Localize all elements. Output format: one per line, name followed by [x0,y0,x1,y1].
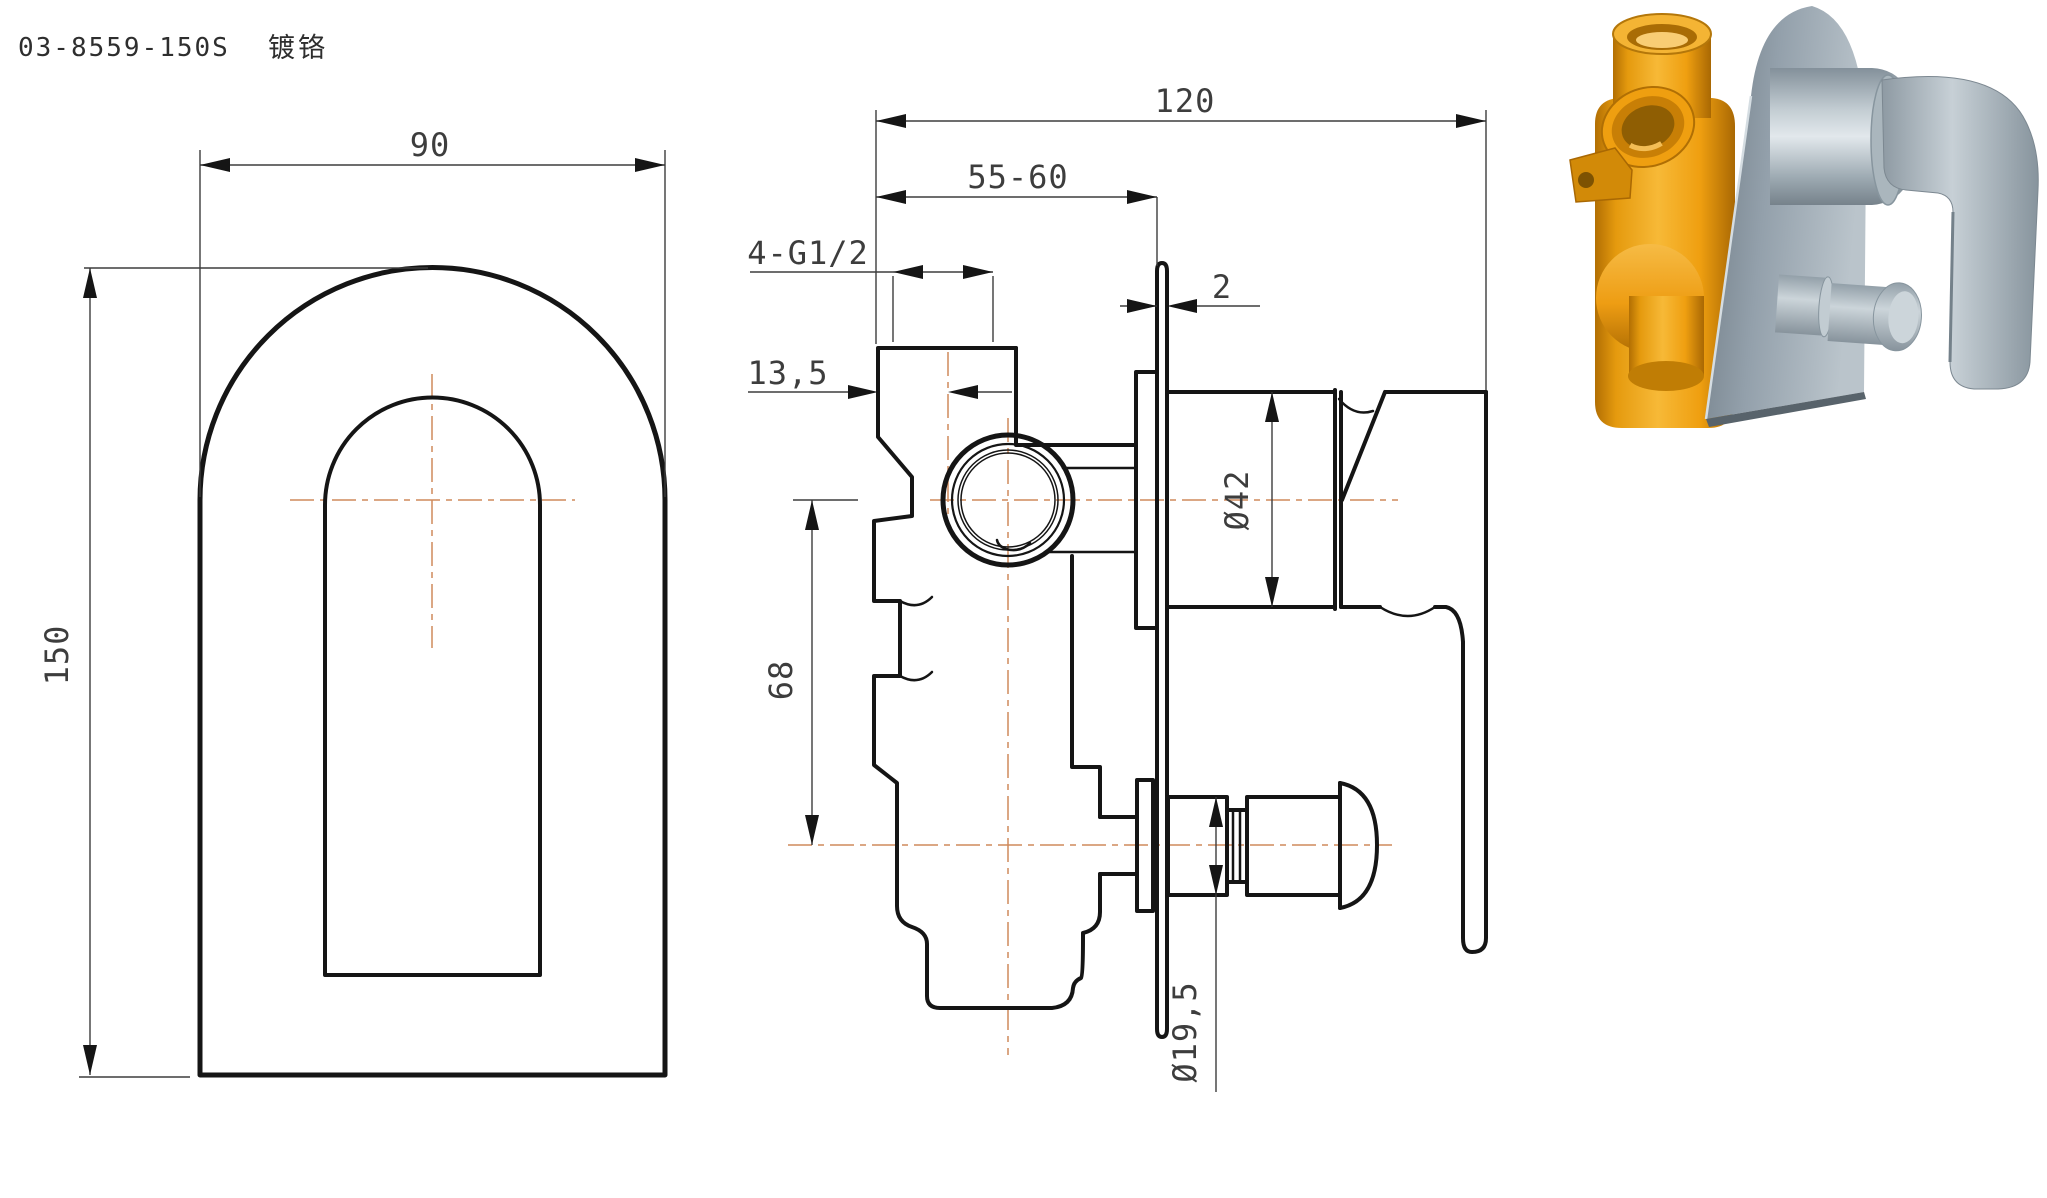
handle-3d [1770,68,2039,390]
mounting-ear-hole [1578,172,1594,188]
knob-cap-face [1888,291,1919,344]
dim-total-depth-120: 120 [875,82,1487,390]
dim-sleeve-diameter: Ø42 [1218,392,1279,607]
trim-sleeve [1165,388,1343,611]
dim-o19-5-label: Ø19,5 [1166,981,1204,1082]
section-view: 120 55-60 4-G1/2 13,5 2 [747,82,1488,1092]
lever-handle [1881,76,2039,390]
handle-set-screw-recess [1378,605,1437,618]
dim-2-label: 2 [1212,268,1232,306]
mounting-ear [1569,147,1633,203]
dim-90-label: 90 [410,126,451,164]
dim-inlet-offset: 13,5 [747,354,1012,399]
render-3d [1569,6,2039,428]
dim-diverter-diameter: Ø19,5 [1166,797,1223,1092]
knob-stem [1775,274,1825,336]
lever-inner-shade [1948,211,1955,363]
bottom-port-rim [1628,361,1704,391]
handle-section [1337,390,1488,954]
port-detail-arc [995,538,1032,552]
dim-150-label: 150 [38,625,76,686]
dim-68-label: 68 [762,660,800,701]
valve-body-3d [1569,13,1735,428]
wall-plate-section [1155,261,1169,1039]
knob-cap [1338,781,1379,910]
dim-o42-label: Ø42 [1218,470,1256,531]
dim-inlet-thread: 4-G1/2 [747,234,994,342]
front-plate-outline [197,265,668,1078]
break-line-upper [898,595,934,607]
top-port-bore-highlight [1636,32,1688,48]
dim-width-90: 90 [199,126,666,497]
dim-55-60-label: 55-60 [967,158,1068,196]
mounting-flange [1134,370,1158,630]
dim-plate-thickness: 2 [1120,268,1260,313]
title-block: 03-8559-150S 镀铬 [18,33,328,64]
plate-edge-highlight [1704,95,1753,420]
bottom-port-cylinder [1629,296,1704,376]
dim-height-150: 150 [38,267,428,1078]
diverter-assembly [1098,778,1379,913]
dim-axis-distance: 68 [762,499,858,845]
valve-body-profile [872,346,1102,1010]
cartridge-port [940,432,1076,568]
body-front-face [1070,554,1102,819]
dim-120-label: 120 [1155,82,1216,120]
front-plate-cutout [323,395,542,977]
inlet-block-right [1014,346,1138,447]
break-line-lower [898,670,934,682]
diverter-knob-3d [1775,274,1922,352]
finish-label: 镀铬 [268,33,328,64]
plate-bottom-edge [1706,392,1866,427]
outlet-pipe-lines [1043,466,1138,554]
front-view: 90 150 [38,126,668,1078]
dim-wall-depth-55-60: 55-60 [876,158,1158,266]
dim-4-g12-label: 4-G1/2 [747,234,869,272]
side-port [1600,85,1696,169]
dim-13-5-label: 13,5 [747,354,828,392]
part-number: 03-8559-150S [18,33,230,63]
